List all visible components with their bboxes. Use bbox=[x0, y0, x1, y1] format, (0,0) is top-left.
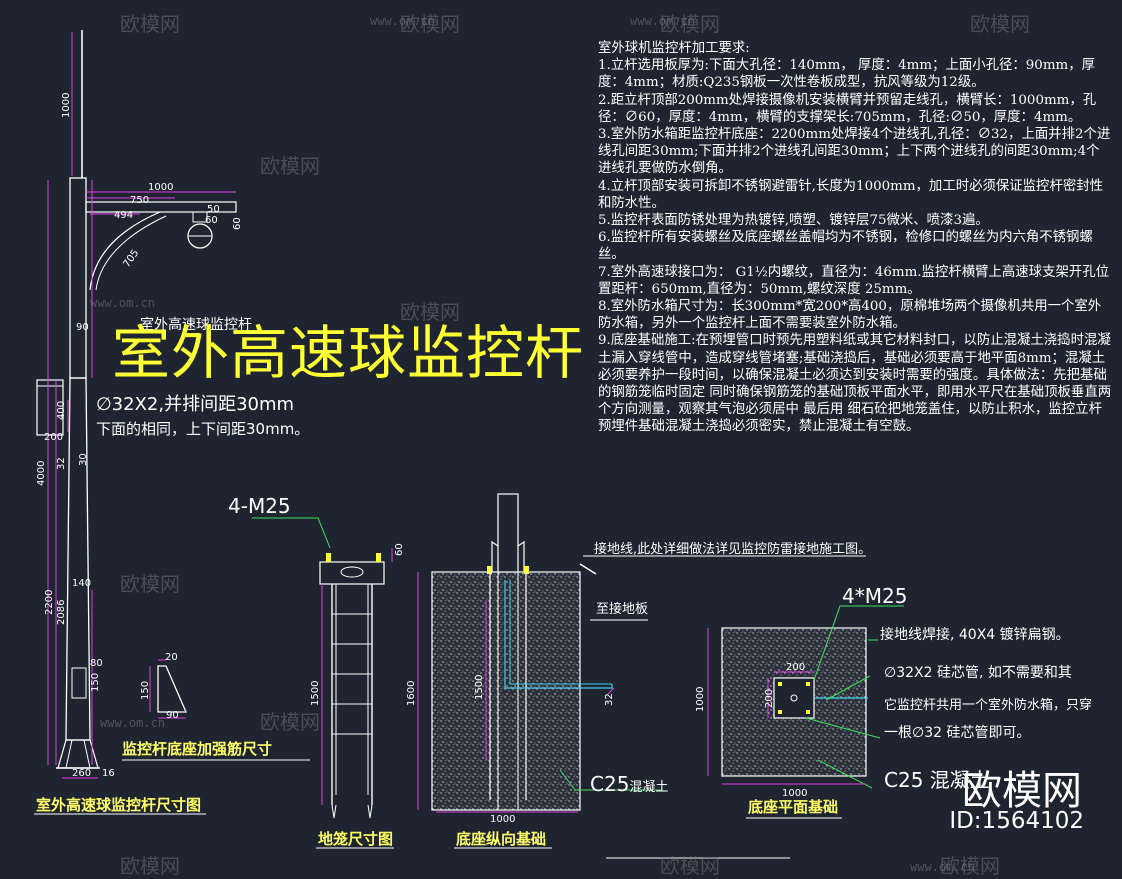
ball-camera bbox=[187, 223, 213, 249]
watermark-7: 欧模网 bbox=[120, 572, 180, 596]
watermark-url-3: www.om.cn bbox=[90, 296, 156, 310]
notes-item-5: 5.监控杆表面防锈处理为热镀锌,喷塑、镀锌层75微米、喷漆3遍。 bbox=[598, 213, 989, 229]
plan-note-2: ∅32X2 硅芯管, 如不需要和其 bbox=[884, 665, 1072, 681]
fdn-dim-1600: 1600 bbox=[406, 681, 417, 706]
anchor-cage: 1500 60 bbox=[252, 517, 405, 819]
notes-item-8: 8.室外防水箱尺寸为：长300mm*宽200*高400，原棉堆场两个摄像机共用一… bbox=[598, 299, 1102, 332]
notes-item-3: 3.室外防水箱距监控杆底座：2200mm处焊接4个进线孔,孔径：∅32，上面并排… bbox=[598, 127, 1111, 177]
fdn-caption: 底座纵向基础 bbox=[456, 830, 547, 848]
plan-dim-200b: 200 bbox=[764, 689, 775, 708]
dim-60b: 60 bbox=[232, 217, 243, 230]
dim-140: 140 bbox=[72, 578, 91, 589]
plan-dim-200: 200 bbox=[786, 662, 805, 673]
brand-id: ID:1564102 bbox=[949, 808, 1084, 834]
rib-detail: 20 150 90 bbox=[140, 652, 187, 721]
watermark-1: 欧模网 bbox=[120, 12, 180, 36]
watermark-2: 欧模网 bbox=[400, 12, 460, 36]
rib-dim-20: 20 bbox=[165, 652, 178, 663]
notes-item-4: 4.立杆顶部安装可拆卸不锈钢避雷针,长度为1000mm，加工时必须保证监控杆密封… bbox=[598, 178, 1104, 211]
dim-60: 60 bbox=[205, 215, 218, 226]
foundation-section: 1600 1500 32 1000 bbox=[406, 493, 866, 825]
ground-note: 接地线,此处详细做法详见监控防雷接地施工图。 bbox=[594, 542, 872, 557]
rib-dim-150: 150 bbox=[140, 681, 151, 700]
main-title: 室外高速球监控杆 bbox=[112, 319, 585, 387]
arm-brace bbox=[89, 211, 161, 291]
dim-arm-1000: 1000 bbox=[148, 182, 173, 193]
dim-90: 90 bbox=[76, 322, 89, 333]
dim-494: 494 bbox=[114, 210, 133, 221]
dim-2086: 2086 bbox=[56, 600, 67, 625]
fdn-dim-1500: 1500 bbox=[474, 675, 485, 700]
dim-16: 16 bbox=[102, 768, 115, 779]
watermark-url-2: www.om.cn bbox=[630, 14, 696, 28]
inspection-door bbox=[71, 667, 87, 699]
watermark-3: 欧模网 bbox=[660, 12, 720, 36]
plan-dim-1000h: 1000 bbox=[782, 788, 807, 799]
fdn-dim-32: 32 bbox=[604, 693, 615, 706]
small-title: 室外高速球监控杆 bbox=[140, 317, 252, 333]
fdn-dim-1000: 1000 bbox=[490, 814, 515, 825]
cage-caption: 地笼尺寸图 bbox=[318, 830, 394, 848]
fdn-concrete-suffix: 混凝土 bbox=[629, 780, 669, 795]
pole-elevation: 1000 1000 750 494 50 60 60 705 90 400 20… bbox=[36, 30, 243, 779]
watermark-6: 欧模网 bbox=[260, 154, 320, 178]
foundation-concrete bbox=[431, 571, 581, 811]
pole-upper bbox=[69, 177, 87, 379]
notes-item-7: 7.室外高速球接口为： G1½内螺纹，直径为：46mm.监控杆横臂上高速球支架开… bbox=[598, 264, 1110, 297]
dim-2200: 2200 bbox=[44, 590, 55, 615]
cage-bolt-label: 4-M25 bbox=[228, 494, 291, 518]
plan-note-3: 它监控杆共用一个室外防水箱，只穿 bbox=[884, 698, 1093, 713]
water-box bbox=[36, 379, 64, 436]
dim-80: 80 bbox=[90, 658, 103, 669]
dim-4000: 4000 bbox=[36, 461, 47, 486]
pole-caption: 室外高速球监控杆尺寸图 bbox=[36, 796, 202, 814]
plan-note-4: 一根∅32 硅芯管即可。 bbox=[884, 725, 1031, 741]
plan-concrete-label: C25 混凝土 bbox=[884, 768, 990, 792]
watermark-10: 欧模网 bbox=[660, 854, 720, 878]
notes-item-1: 1.立杆选用板厚为:下面大孔径：140mm， 厚度：4mm；上面小孔径：90mm… bbox=[598, 58, 1096, 91]
cage-dim-60: 60 bbox=[394, 543, 405, 556]
dim-150: 150 bbox=[90, 673, 101, 692]
fdn-concrete-grade: C25 bbox=[590, 772, 630, 796]
ground-plate-note: 至接地板 bbox=[596, 602, 649, 617]
dim-260: 260 bbox=[72, 768, 91, 779]
requirements-notes: 室外球机监控杆加工要求: 1.立杆选用板厚为:下面大孔径：140mm， 厚度：4… bbox=[598, 40, 1112, 436]
dim-200: 200 bbox=[44, 432, 63, 443]
dim-50: 50 bbox=[207, 204, 220, 215]
foundation-plan: 200 200 1000 1000 bbox=[695, 605, 904, 799]
fdn-concrete-label: C25混凝土 bbox=[590, 772, 668, 796]
plan-dim-1000v: 1000 bbox=[695, 687, 706, 712]
watermark-8: 欧模网 bbox=[260, 710, 320, 734]
notes-item-2: 2.距立杆顶部200mm处焊接摄像机安装横臂并预留走线孔，横臂长：1000mm，… bbox=[598, 92, 1097, 125]
watermark-4: 欧模网 bbox=[970, 12, 1030, 36]
plan-bolt-label: 4*M25 bbox=[842, 584, 908, 608]
dim-30: 30 bbox=[78, 453, 89, 466]
watermark-url-5: www.om.cn bbox=[910, 860, 976, 874]
watermark-5: 欧模网 bbox=[400, 300, 460, 324]
dim-400: 400 bbox=[56, 401, 67, 420]
brand-logo-text: 欧模网 bbox=[962, 768, 1082, 814]
plan-note-1: 接地线焊接, 40X4 镀锌扁钢。 bbox=[880, 627, 1070, 643]
cage-dim-1500: 1500 bbox=[310, 681, 321, 706]
notes-item-9: 9.底座基础施工:在预埋管口时预先用塑料纸或其它材料封口，以防止混凝土浇捣时混凝… bbox=[598, 333, 1112, 435]
pipe-note-2: 下面的相同，上下间距30mm。 bbox=[96, 420, 310, 438]
plan-caption: 底座平面基础 bbox=[748, 798, 839, 816]
rib-dim-90: 90 bbox=[166, 710, 179, 721]
watermark-9: 欧模网 bbox=[120, 854, 180, 878]
notes-item-6: 6.监控杆所有安装螺丝及底座螺丝盖帽均为不锈钢，检修口的螺丝为内六角不锈钢螺丝。 bbox=[598, 230, 1093, 263]
pipe-note-1: ∅32X2,并排间距30mm bbox=[96, 394, 295, 415]
watermark-url-1: www.om.cn bbox=[370, 14, 436, 28]
camera-arm bbox=[85, 201, 237, 213]
watermark-url-4: www.om.cn bbox=[100, 716, 166, 730]
dim-32: 32 bbox=[56, 457, 67, 470]
dim-750: 750 bbox=[130, 195, 149, 206]
dim-rod-1000: 1000 bbox=[61, 93, 72, 118]
rib-caption: 监控杆底座加强筋尺寸 bbox=[122, 740, 273, 758]
dim-705: 705 bbox=[121, 248, 141, 270]
notes-heading: 室外球机监控杆加工要求: bbox=[598, 41, 750, 56]
